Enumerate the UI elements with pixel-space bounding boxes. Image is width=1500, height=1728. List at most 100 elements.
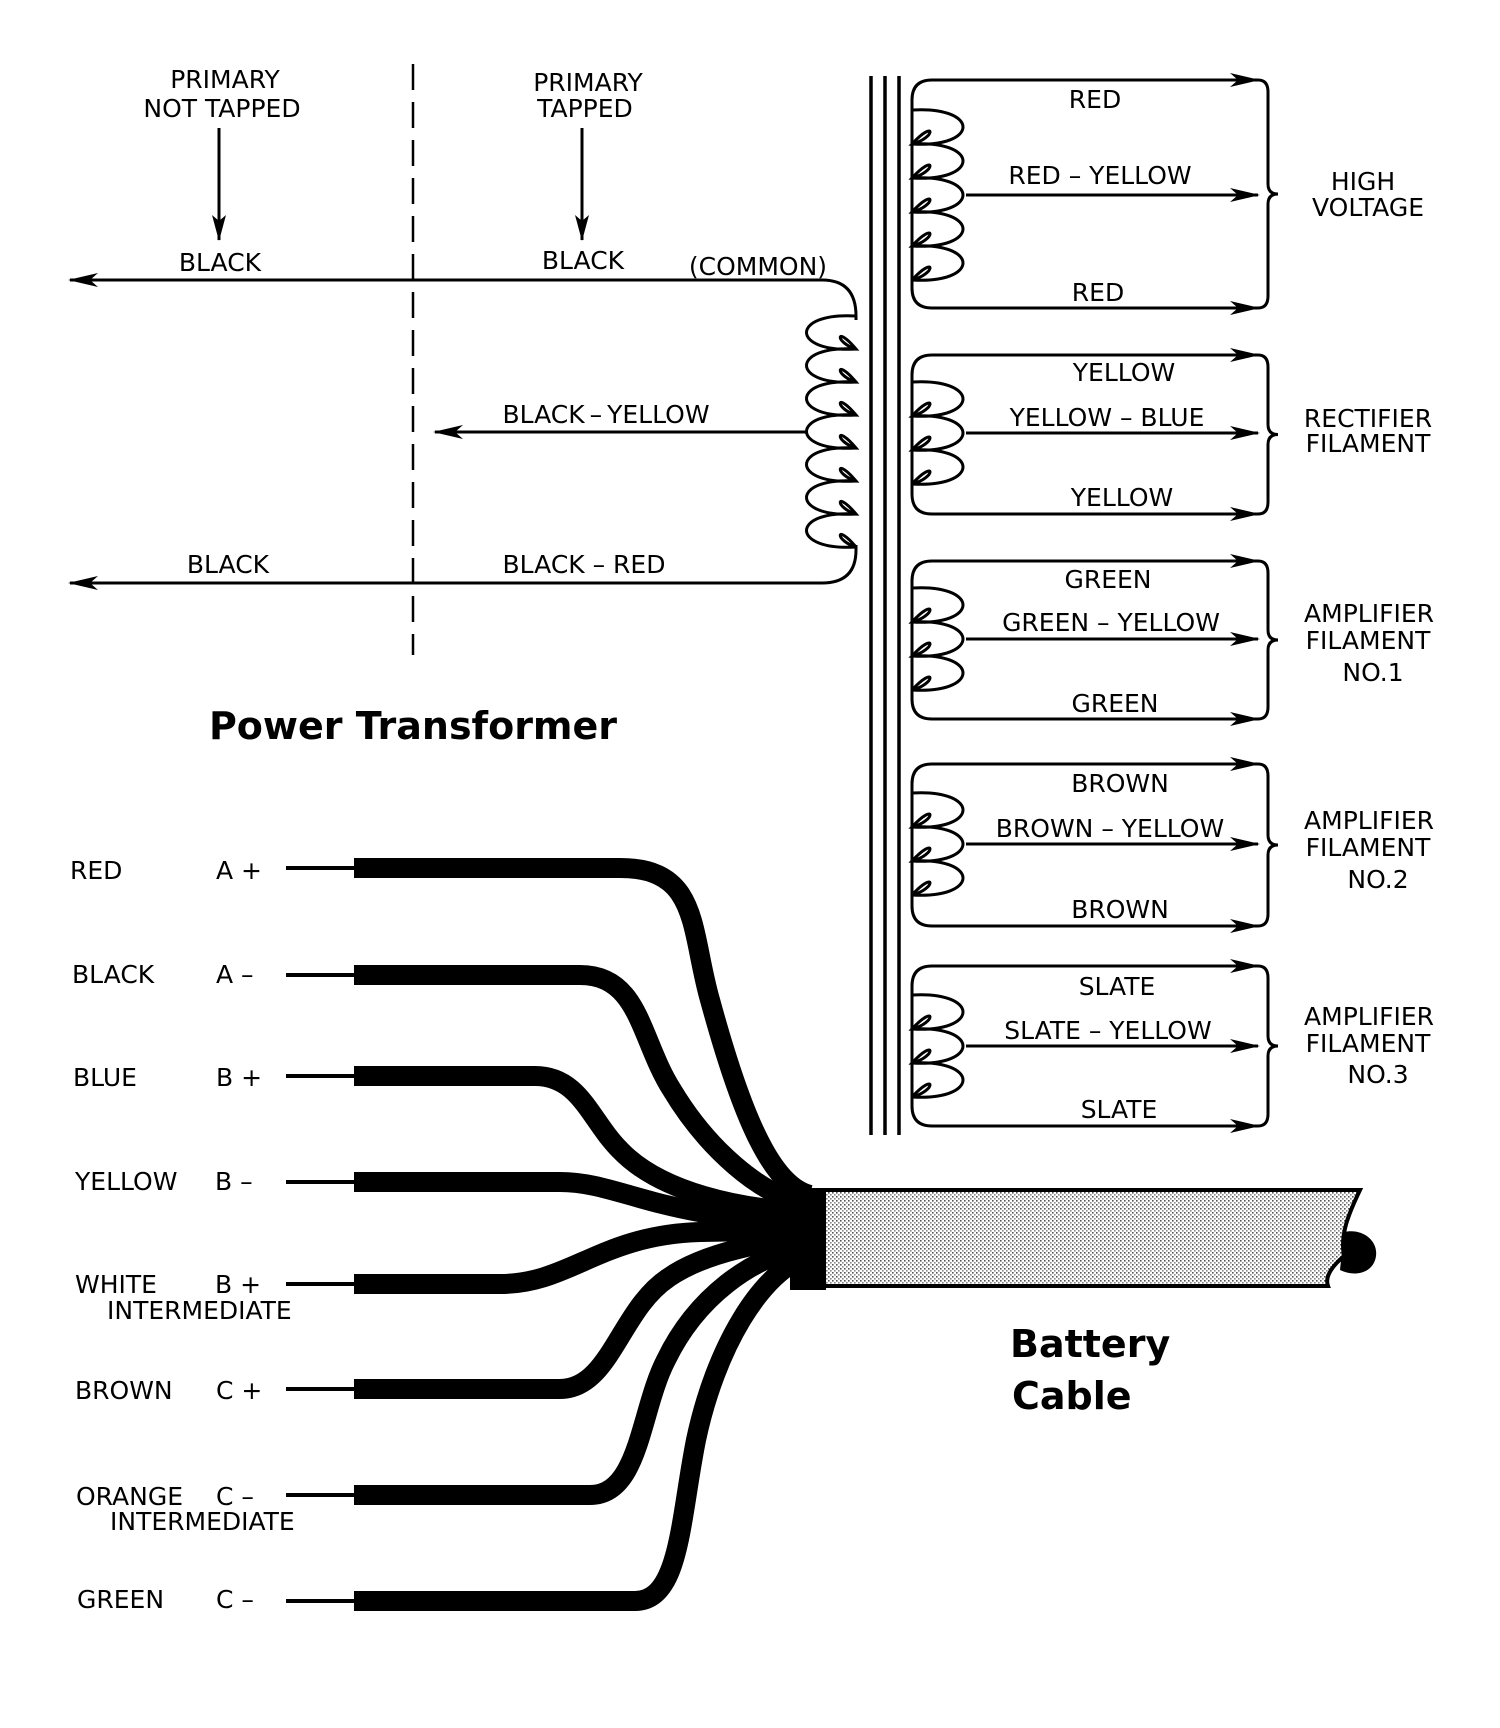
group-brace xyxy=(1257,762,1279,928)
secondary-bottom-label: BROWN xyxy=(1071,895,1169,924)
lead-terminal-label: A + xyxy=(216,856,262,885)
lead-terminal-label: C – xyxy=(216,1585,254,1614)
group-label-line-1: RECTIFIER xyxy=(1304,404,1432,433)
black-yellow-label: BLACK – YELLOW xyxy=(502,400,709,429)
group-label-line-2: FILAMENT xyxy=(1306,833,1431,862)
battery-cable-title-line-2: Cable xyxy=(1012,1374,1132,1418)
secondary-bottom-label: SLATE xyxy=(1081,1095,1158,1124)
secondary-outer-leads xyxy=(910,964,1258,1128)
group-label-line-3: NO.2 xyxy=(1347,865,1408,894)
common-label: (COMMON) xyxy=(689,252,827,281)
lead-green xyxy=(354,1244,816,1611)
secondary-geometry-4 xyxy=(908,959,1279,1133)
secondary-outer-leads xyxy=(910,78,1258,310)
group-label-line-1: AMPLIFIER xyxy=(1304,599,1434,628)
secondary-outer-leads xyxy=(910,762,1258,928)
secondary-amplifier-filament-1: GREEN GREEN – YELLOW GREEN AMPLIFIER FIL… xyxy=(1002,565,1434,718)
lead-extra-label: INTERMEDIATE xyxy=(110,1507,295,1536)
group-label-line-1: HIGH xyxy=(1331,167,1395,196)
secondary-high-voltage: RED RED – YELLOW RED HIGH VOLTAGE xyxy=(1008,85,1424,307)
group-label-line-1: AMPLIFIER xyxy=(1304,806,1434,835)
lead-yellow xyxy=(354,1172,813,1232)
primary-coil-loops xyxy=(805,314,860,549)
battery-cable-section: RED A + BLACK A – BLUE B + YELLOW B – WH… xyxy=(70,856,1377,1614)
secondary-bottom-label: GREEN xyxy=(1071,689,1158,718)
secondary-coil-loops xyxy=(908,108,965,282)
primary-tapped-label-2: TAPPED xyxy=(536,94,633,123)
secondary-geometry-0 xyxy=(908,73,1279,315)
secondary-middle-label: SLATE – YELLOW xyxy=(1004,1016,1211,1045)
group-label-line-2: FILAMENT xyxy=(1306,626,1431,655)
group-brace xyxy=(1257,78,1279,310)
lead-color-label: BLACK xyxy=(72,960,155,989)
secondary-middle-label: BROWN – YELLOW xyxy=(996,814,1224,843)
secondary-windings: RED RED – YELLOW RED HIGH VOLTAGE YELLOW… xyxy=(908,73,1434,1133)
lead-color-label: BLUE xyxy=(73,1063,137,1092)
battery-cable-title-line-1: Battery xyxy=(1010,1322,1170,1366)
secondary-geometry-2 xyxy=(908,554,1279,726)
lead-terminal-label: C + xyxy=(216,1376,262,1405)
primary-not-tapped-label-1: PRIMARY xyxy=(170,65,280,94)
secondary-amplifier-filament-3: SLATE SLATE – YELLOW SLATE AMPLIFIER FIL… xyxy=(1004,972,1434,1124)
group-brace xyxy=(1257,353,1279,516)
secondary-coil-loops xyxy=(908,380,965,486)
secondary-bottom-label: RED xyxy=(1072,278,1124,307)
primary-not-tapped-label-2: NOT TAPPED xyxy=(143,94,300,123)
primary-winding xyxy=(805,314,860,549)
black-red-label: BLACK – RED xyxy=(503,550,666,579)
secondary-coil-loops xyxy=(908,791,965,897)
lead-extra-label: INTERMEDIATE xyxy=(107,1296,292,1325)
group-label-line-3: NO.1 xyxy=(1342,658,1403,687)
secondary-rectifier-filament: YELLOW YELLOW – BLUE YELLOW RECTIFIER FI… xyxy=(1009,358,1432,512)
secondary-top-label: YELLOW xyxy=(1072,358,1175,387)
group-label-line-2: FILAMENT xyxy=(1306,429,1431,458)
lead-color-label: YELLOW xyxy=(74,1167,177,1196)
group-label-line-3: NO.3 xyxy=(1347,1060,1408,1089)
secondary-outer-leads xyxy=(910,559,1258,721)
primary-lower-black-label: BLACK xyxy=(187,550,270,579)
lead-color-label: RED xyxy=(70,856,122,885)
secondary-bottom-label: YELLOW xyxy=(1070,483,1173,512)
secondary-middle-label: YELLOW – BLUE xyxy=(1009,403,1205,432)
secondary-middle-label: RED – YELLOW xyxy=(1008,161,1191,190)
lead-brown xyxy=(354,1228,813,1399)
lead-terminal-label: B + xyxy=(215,1270,261,1299)
cable-jacket xyxy=(790,1188,1377,1290)
not-tapped-lead-label: BLACK xyxy=(179,248,262,277)
group-label-line-2: FILAMENT xyxy=(1306,1029,1431,1058)
tapped-lead-label: BLACK xyxy=(542,246,625,275)
lead-blue xyxy=(354,1066,813,1222)
secondary-top-label: BROWN xyxy=(1071,769,1169,798)
secondary-geometry-1 xyxy=(908,348,1279,521)
primary-bottom-lead xyxy=(68,545,858,590)
transformer-core xyxy=(869,76,901,1135)
secondary-top-label: RED xyxy=(1069,85,1121,114)
lead-white xyxy=(354,1220,813,1294)
battery-lead-labels: RED A + BLACK A – BLUE B + YELLOW B – WH… xyxy=(70,856,295,1614)
lead-red xyxy=(354,858,814,1205)
lead-color-label: BROWN xyxy=(75,1376,173,1405)
secondary-amplifier-filament-2: BROWN BROWN – YELLOW BROWN AMPLIFIER FIL… xyxy=(996,769,1434,924)
group-label-line-2: VOLTAGE xyxy=(1312,193,1424,222)
group-label-line-1: AMPLIFIER xyxy=(1304,1002,1434,1031)
lead-orange xyxy=(354,1236,814,1505)
secondary-coil-loops xyxy=(908,586,965,692)
secondary-top-label: SLATE xyxy=(1079,972,1156,1001)
lead-color-label: GREEN xyxy=(77,1585,164,1614)
battery-leads xyxy=(286,858,816,1611)
lead-terminal-label: C – xyxy=(216,1482,254,1511)
secondary-outer-leads xyxy=(910,353,1258,516)
secondary-middle-label: GREEN – YELLOW xyxy=(1002,608,1220,637)
lead-black xyxy=(354,965,814,1215)
lead-terminal-label: A – xyxy=(216,960,254,989)
power-transformer-title: Power Transformer xyxy=(209,704,617,748)
primary-tapped-label-1: PRIMARY xyxy=(533,68,643,97)
lead-terminal-label: B – xyxy=(215,1167,253,1196)
group-brace xyxy=(1257,559,1279,721)
primary-section: PRIMARY NOT TAPPED PRIMARY TAPPED BLACK … xyxy=(68,64,860,655)
group-brace xyxy=(1257,964,1279,1128)
lead-color-label: WHITE xyxy=(75,1270,157,1299)
primary-top-lead xyxy=(70,280,858,320)
lead-terminal-label: B + xyxy=(216,1063,262,1092)
